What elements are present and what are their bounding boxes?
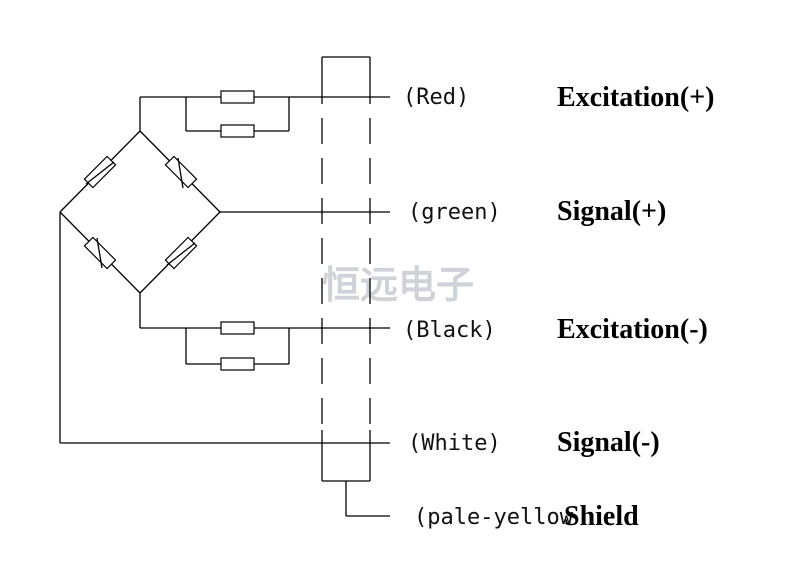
white-wire-color-label: (White) xyxy=(408,431,501,456)
compensation-resistor xyxy=(220,90,255,104)
compensation-resistor xyxy=(220,124,255,138)
pale-yellow-wire-color-label: (pale-yellow xyxy=(414,505,574,530)
excitation-minus-label: Excitation(-) xyxy=(557,314,708,345)
cable-shield xyxy=(321,56,390,517)
compensation-resistor xyxy=(220,321,255,335)
strain-gauge-top-left xyxy=(83,155,117,189)
strain-gauge-bottom-right xyxy=(164,236,198,270)
compensation-resistor xyxy=(220,357,255,371)
strain-gauge-bottom-left xyxy=(83,236,117,270)
red-wire-color-label: (Red) xyxy=(403,85,469,110)
green-wire-color-label: (green) xyxy=(408,200,501,225)
bottom-compensation-network xyxy=(139,293,390,371)
excitation-plus-label: Excitation(+) xyxy=(557,82,715,113)
watermark: 恒远电子 xyxy=(322,262,474,307)
top-compensation-network xyxy=(139,90,390,138)
signal-minus-wire xyxy=(59,212,390,444)
shield-label: Shield xyxy=(564,501,639,532)
bridge-diamond xyxy=(59,130,221,294)
signal-minus-label: Signal(-) xyxy=(557,427,660,458)
black-wire-color-label: (Black) xyxy=(403,318,496,343)
signal-plus-label: Signal(+) xyxy=(557,196,666,227)
strain-gauge-top-right xyxy=(164,155,198,189)
